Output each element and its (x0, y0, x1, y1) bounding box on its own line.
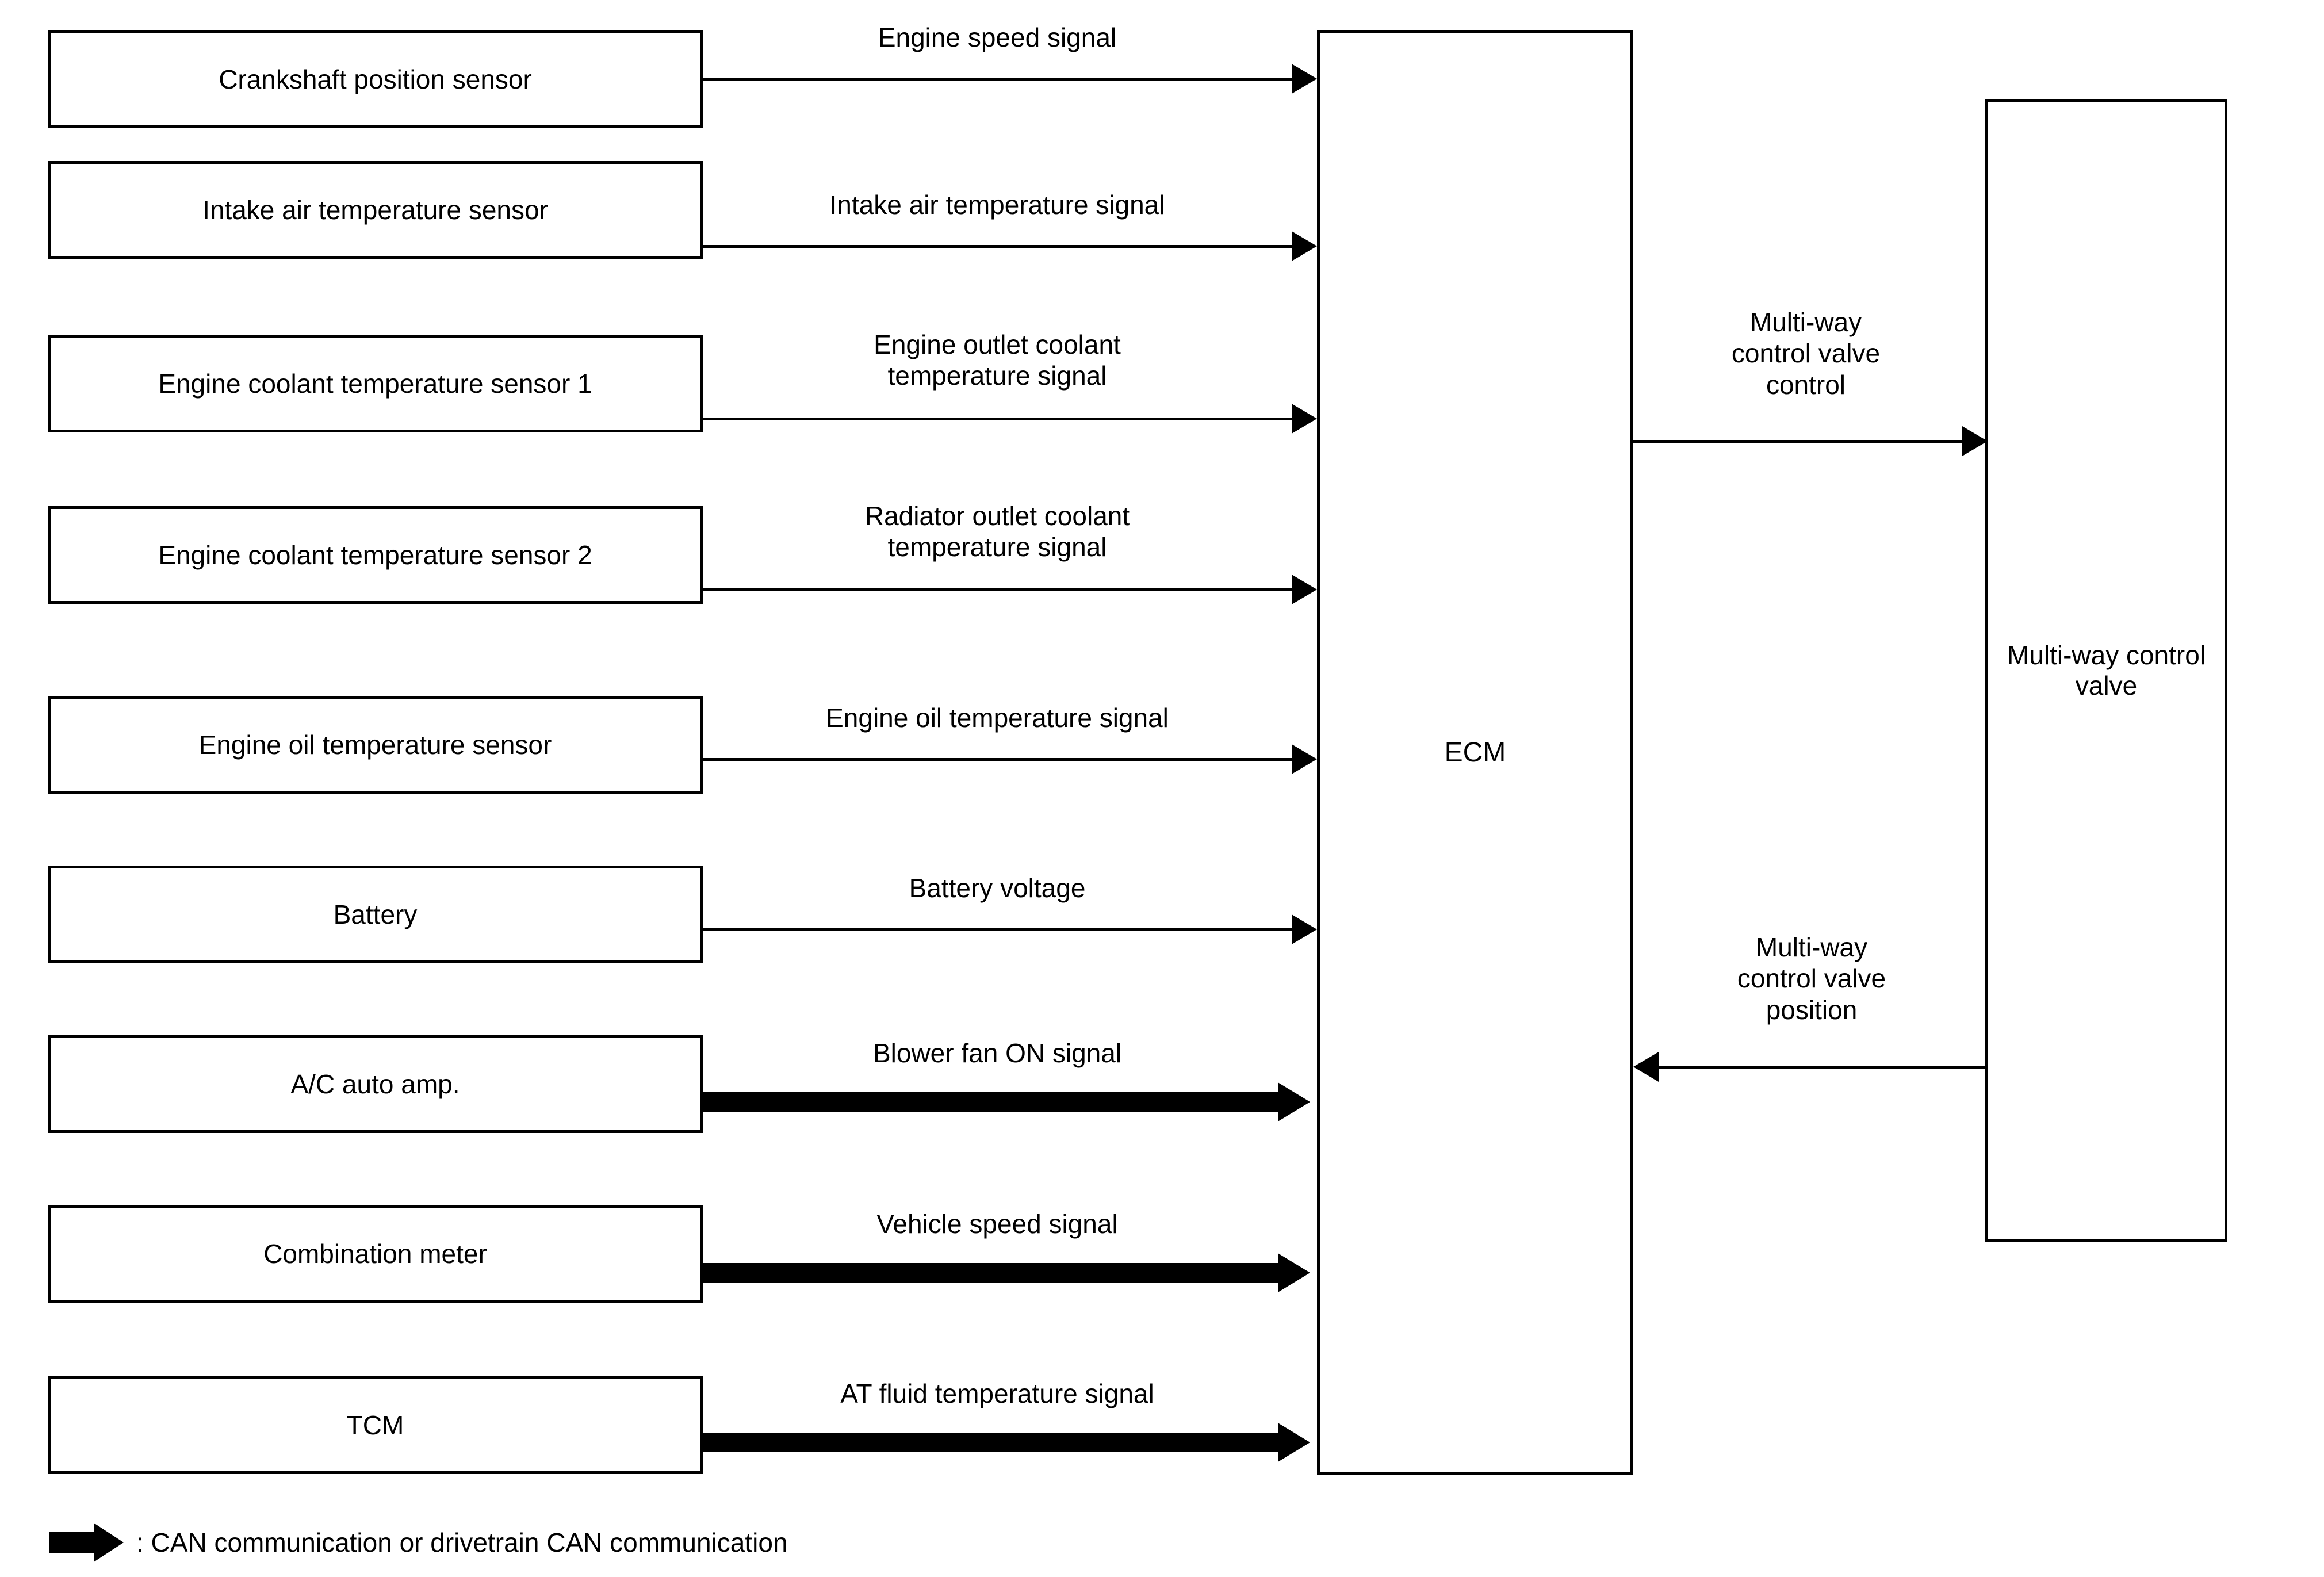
arrowhead-engine-outlet-coolant-temperature (1292, 404, 1317, 434)
signal-line-engine-outlet-coolant-temperature (703, 418, 1292, 420)
block-tcm[interactable]: TCM (48, 1376, 703, 1474)
can-line-vehicle-speed (703, 1263, 1278, 1283)
arrowhead-engine-speed (1292, 64, 1317, 94)
block-engine-coolant-temperature-sensor-1[interactable]: Engine coolant temperature sensor 1 (48, 335, 703, 432)
block-intake-air-temperature-sensor[interactable]: Intake air temperature sensor (48, 161, 703, 259)
signal-line-engine-speed (703, 78, 1292, 81)
signal-label-at-fluid-temperature: AT fluid temperature signal (840, 1379, 1154, 1408)
block-ecm[interactable]: ECM (1317, 30, 1633, 1475)
signal-line-radiator-outlet-coolant-temperature (703, 588, 1292, 591)
signal-label-radiator-outlet-coolant-temperature: Radiator outlet coolant temperature sign… (864, 501, 1130, 562)
signal-line-multi-way-control-valve-position (1659, 1066, 1985, 1069)
block-engine-oil-temperature-sensor[interactable]: Engine oil temperature sensor (48, 696, 703, 794)
signal-label-battery-voltage: Battery voltage (909, 873, 1086, 903)
can-line-blower-fan-on (703, 1092, 1278, 1112)
block-ac-auto-amp[interactable]: A/C auto amp. (48, 1035, 703, 1133)
block-label: Engine coolant temperature sensor 2 (158, 539, 592, 570)
signal-line-multi-way-control-valve-control (1633, 440, 1962, 443)
legend: : CAN communication or drivetrain CAN co… (49, 1523, 788, 1562)
block-label: Combination meter (263, 1238, 487, 1269)
block-label: Multi-way control valve (2007, 640, 2206, 701)
arrowhead-intake-air-temperature (1292, 231, 1317, 261)
block-label: Engine coolant temperature sensor 1 (158, 368, 592, 399)
signal-label-engine-oil-temperature: Engine oil temperature signal (826, 703, 1169, 733)
signal-line-intake-air-temperature (703, 245, 1292, 248)
arrowhead-radiator-outlet-coolant-temperature (1292, 575, 1317, 604)
signal-label-engine-outlet-coolant-temperature: Engine outlet coolant temperature signal (874, 330, 1121, 391)
arrowhead-multi-way-control-valve-position (1633, 1052, 1659, 1082)
block-combination-meter[interactable]: Combination meter (48, 1205, 703, 1303)
block-crankshaft-position-sensor[interactable]: Crankshaft position sensor (48, 30, 703, 128)
signal-line-battery-voltage (703, 928, 1292, 931)
legend-label: : CAN communication or drivetrain CAN co… (136, 1528, 788, 1557)
block-battery[interactable]: Battery (48, 866, 703, 963)
signal-label-engine-speed: Engine speed signal (878, 22, 1117, 52)
signal-label-vehicle-speed: Vehicle speed signal (876, 1209, 1118, 1239)
signal-line-engine-oil-temperature (703, 758, 1292, 761)
arrowhead-at-fluid-temperature (1278, 1423, 1310, 1462)
signal-label-intake-air-temperature: Intake air temperature signal (829, 190, 1165, 220)
block-multi-way-control-valve[interactable]: Multi-way control valve (1985, 99, 2227, 1242)
signal-label-multi-way-control-valve-control: Multi-way control valve control (1731, 307, 1881, 400)
can-line-at-fluid-temperature (703, 1433, 1278, 1452)
arrowhead-vehicle-speed (1278, 1253, 1310, 1292)
block-label: Crankshaft position sensor (219, 64, 532, 94)
block-label: Engine oil temperature sensor (198, 729, 552, 760)
signal-label-multi-way-control-valve-position: Multi-way control valve position (1737, 932, 1886, 1025)
arrowhead-battery-voltage (1292, 914, 1317, 944)
arrowhead-blower-fan-on (1278, 1082, 1310, 1121)
block-label: Battery (333, 899, 418, 929)
can-arrow-head-icon (94, 1523, 124, 1562)
arrowhead-engine-oil-temperature (1292, 744, 1317, 774)
arrowhead-multi-way-control-valve-control (1962, 426, 1988, 456)
block-label: ECM (1444, 737, 1506, 768)
block-label: A/C auto amp. (290, 1069, 460, 1099)
block-label: TCM (346, 1410, 404, 1440)
block-label: Intake air temperature sensor (202, 194, 548, 225)
block-engine-coolant-temperature-sensor-2[interactable]: Engine coolant temperature sensor 2 (48, 506, 703, 604)
signal-label-blower-fan-on: Blower fan ON signal (872, 1038, 1122, 1068)
can-arrow-icon (49, 1532, 94, 1553)
